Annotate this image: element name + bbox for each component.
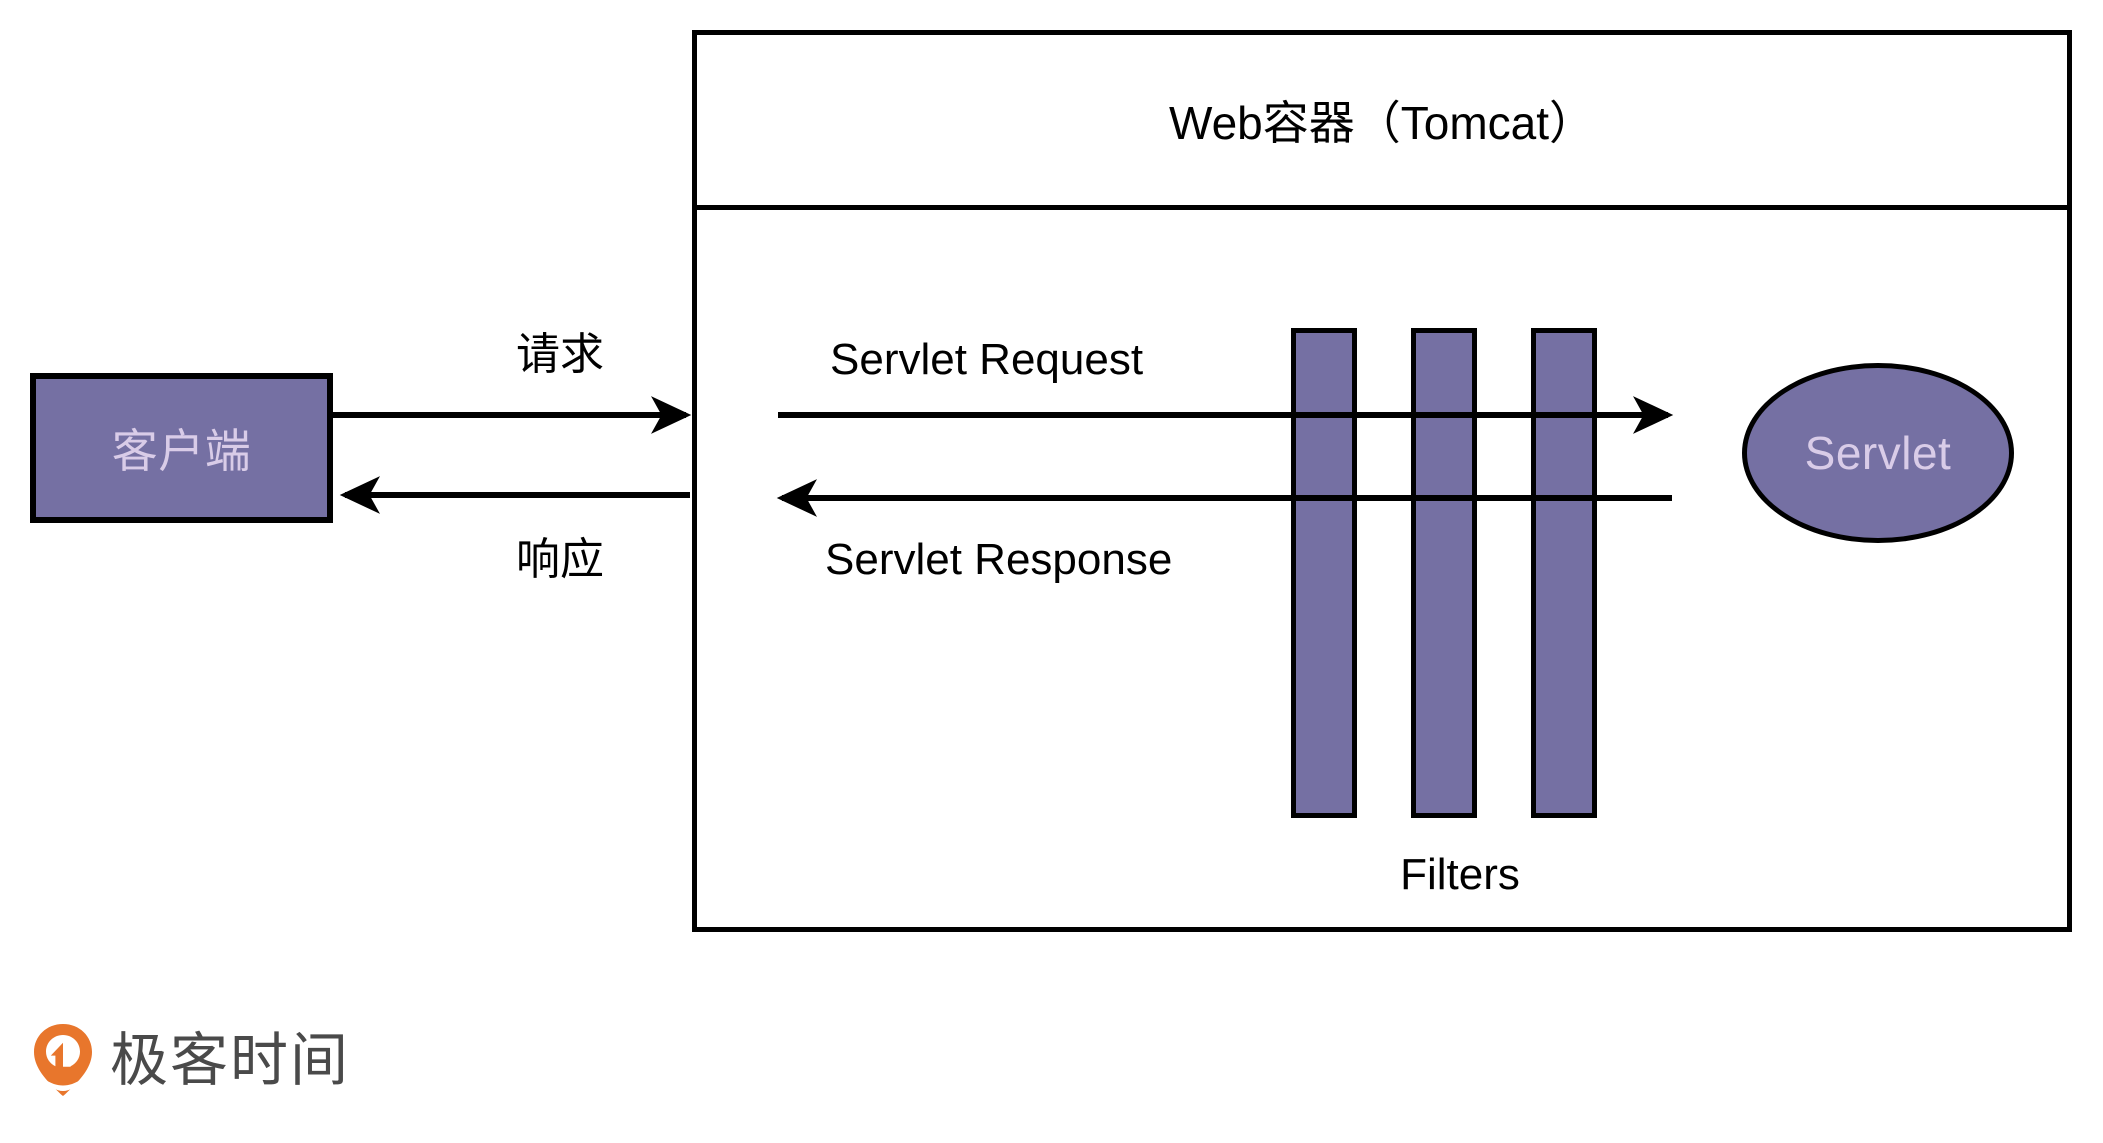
web-container-title-bar: Web容器（Tomcat） (697, 35, 2067, 210)
servlet-ellipse: Servlet (1742, 363, 2014, 543)
filter-bar (1531, 328, 1597, 818)
filter-bar (1411, 328, 1477, 818)
client-box: 客户端 (30, 373, 333, 523)
web-container-title: Web容器（Tomcat） (1168, 97, 1596, 149)
brand-name: 极客时间 (110, 1026, 351, 1094)
filter-bar (1291, 328, 1357, 818)
servlet-label: Servlet (1804, 427, 1952, 479)
brand-logo: 极客时间 (32, 1022, 350, 1098)
geektime-pin-icon (34, 1024, 92, 1096)
client-label: 客户端 (111, 425, 252, 477)
